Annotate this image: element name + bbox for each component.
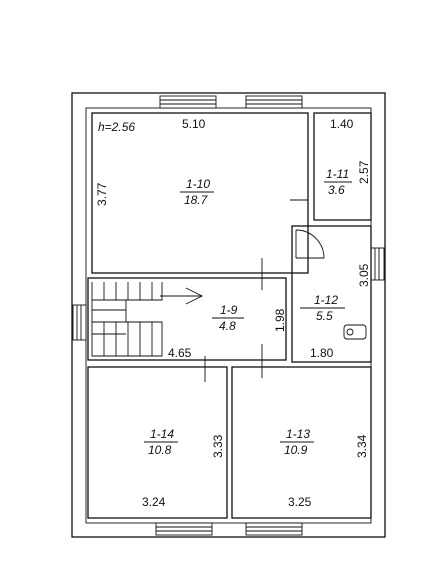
dim-1-13-width: 3.25 xyxy=(288,495,312,509)
room-1-10-walls xyxy=(91,112,309,274)
room-label-1-12: 1-12 5.5 xyxy=(300,293,345,323)
room-area: 10.9 xyxy=(284,443,308,457)
window-top-left xyxy=(159,95,217,109)
room-1-11-walls xyxy=(313,112,372,221)
sink-icon xyxy=(343,324,367,340)
dim-1-11-height: 2.57 xyxy=(357,160,371,184)
window-left xyxy=(72,304,87,341)
dim-1-13-height: 3.34 xyxy=(355,434,369,458)
room-code: 1-12 xyxy=(314,293,338,307)
room-1-13-walls xyxy=(231,366,372,519)
dim-1-10-height: 3.77 xyxy=(95,182,109,206)
dim-1-12-width: 1.80 xyxy=(310,346,334,360)
outer-wall-outer xyxy=(71,92,386,538)
window-bottom-right xyxy=(245,522,303,536)
room-1-14-walls xyxy=(87,366,228,519)
stairs-icon xyxy=(91,282,204,357)
room-area: 5.5 xyxy=(316,309,333,323)
room-code: 1-9 xyxy=(220,303,238,317)
room-code: 1-11 xyxy=(326,167,349,181)
dim-1-11-width: 1.40 xyxy=(330,117,354,131)
window-right xyxy=(370,247,385,281)
room-code: 1-13 xyxy=(286,427,310,441)
room-label-1-11: 1-11 3.6 xyxy=(324,167,352,197)
dim-1-9-height: 1.98 xyxy=(273,308,287,332)
room-area: 3.6 xyxy=(328,183,345,197)
room-area: 10.8 xyxy=(148,443,172,457)
room-label-1-10: 1-10 18.7 xyxy=(180,177,214,207)
dim-1-10-width: 5.10 xyxy=(182,117,206,131)
room-1-12-walls xyxy=(291,225,372,363)
window-top-right xyxy=(245,95,303,109)
window-bottom-left xyxy=(155,522,213,536)
door-swing-icon xyxy=(295,229,325,259)
dim-1-14-width: 3.24 xyxy=(142,495,166,509)
dim-1-9-width: 4.65 xyxy=(168,346,192,360)
dim-1-14-height: 3.33 xyxy=(211,434,225,458)
room-1-9-walls xyxy=(87,277,287,361)
room-area: 18.7 xyxy=(184,193,209,207)
room-label-1-9: 1-9 4.8 xyxy=(212,303,244,333)
dim-1-12-height: 3.05 xyxy=(357,263,371,287)
room-label-1-13: 1-13 10.9 xyxy=(280,427,314,457)
room-label-1-14: 1-14 10.8 xyxy=(144,427,178,457)
room-code: 1-10 xyxy=(186,177,210,191)
floor-height-label: h=2.56 xyxy=(98,120,135,134)
room-code: 1-14 xyxy=(150,427,174,441)
room-area: 4.8 xyxy=(219,319,236,333)
